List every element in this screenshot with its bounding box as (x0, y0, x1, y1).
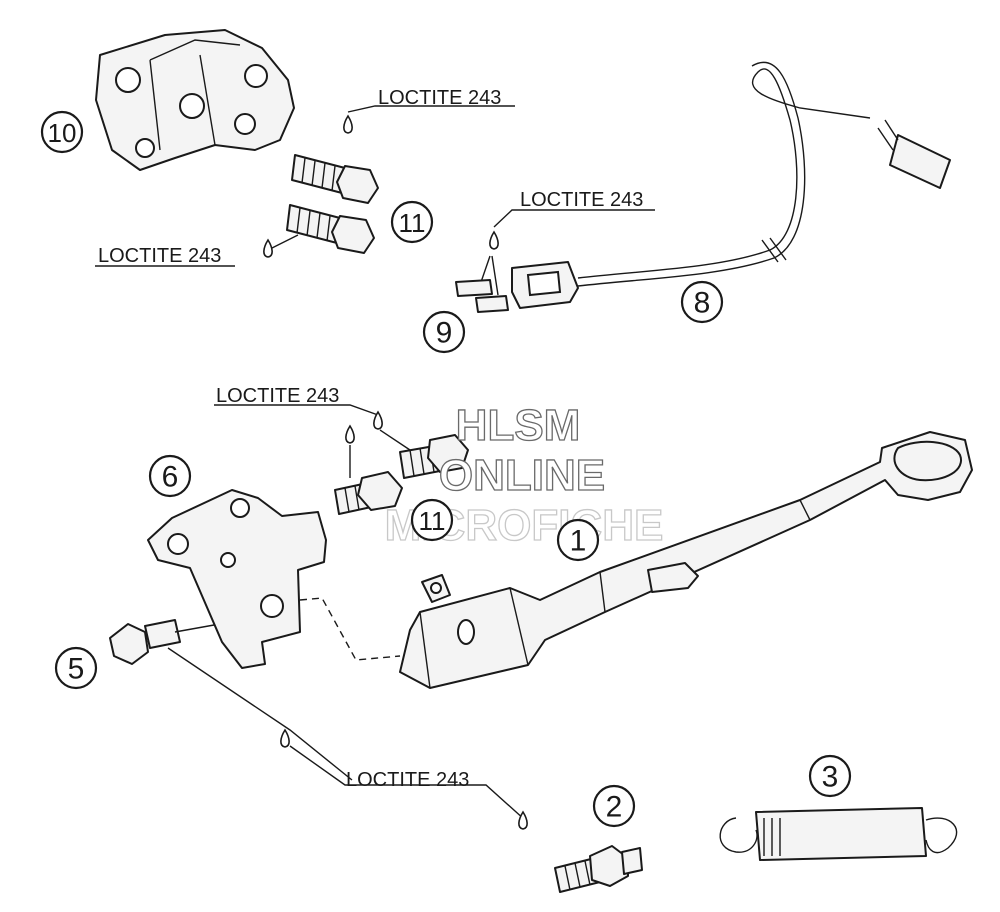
callout-2: 2 (592, 784, 636, 828)
callout-10: 10 (40, 110, 84, 154)
part-11-bolts-lower (334, 434, 469, 515)
callout-10-label: 10 (48, 118, 77, 148)
part-6-plate (147, 489, 401, 669)
part-8-sensor (511, 61, 951, 309)
part-9-screws (455, 279, 509, 313)
part-10-bracket (95, 29, 295, 171)
watermark-line-2: ONLINE (439, 451, 605, 500)
part-11-bolts-upper (286, 154, 379, 254)
callout-11-lower-label: 11 (419, 506, 446, 536)
part-3-spring (719, 807, 958, 861)
loctite-note-middle: LOCTITE 243 (216, 385, 339, 407)
callout-9: 9 (422, 310, 466, 354)
loctite-note-sensor: LOCTITE 243 (520, 189, 643, 211)
loctite-note-left: LOCTITE 243 (98, 245, 221, 267)
callout-3: 3 (808, 754, 852, 798)
callout-11-upper-label: 11 (399, 208, 426, 238)
callout-1: 1 (556, 518, 600, 562)
callout-5: 5 (54, 646, 98, 690)
callout-9-label: 9 (436, 317, 453, 350)
part-1-side-stand (399, 431, 973, 689)
loctite-markers-mid (214, 404, 411, 478)
callout-8-label: 8 (694, 287, 711, 320)
callout-2-label: 2 (606, 791, 623, 824)
loctite-note-top: LOCTITE 243 (378, 87, 501, 109)
loctite-note-bottom: LOCTITE 243 (346, 769, 469, 791)
callout-1-label: 1 (570, 525, 587, 558)
callout-6: 6 (148, 454, 192, 498)
callout-6-label: 6 (162, 461, 179, 494)
watermark-line-1: HLSM (456, 401, 581, 450)
callout-8: 8 (680, 280, 724, 324)
loctite-markers-top (95, 105, 655, 296)
callout-3-label: 3 (822, 761, 839, 794)
part-2-bolt (554, 845, 643, 893)
callout-5-label: 5 (68, 653, 85, 686)
callout-11-upper: 11 (390, 200, 434, 244)
callout-11-lower: 11 (410, 498, 454, 542)
part-5-bolt (109, 619, 528, 830)
